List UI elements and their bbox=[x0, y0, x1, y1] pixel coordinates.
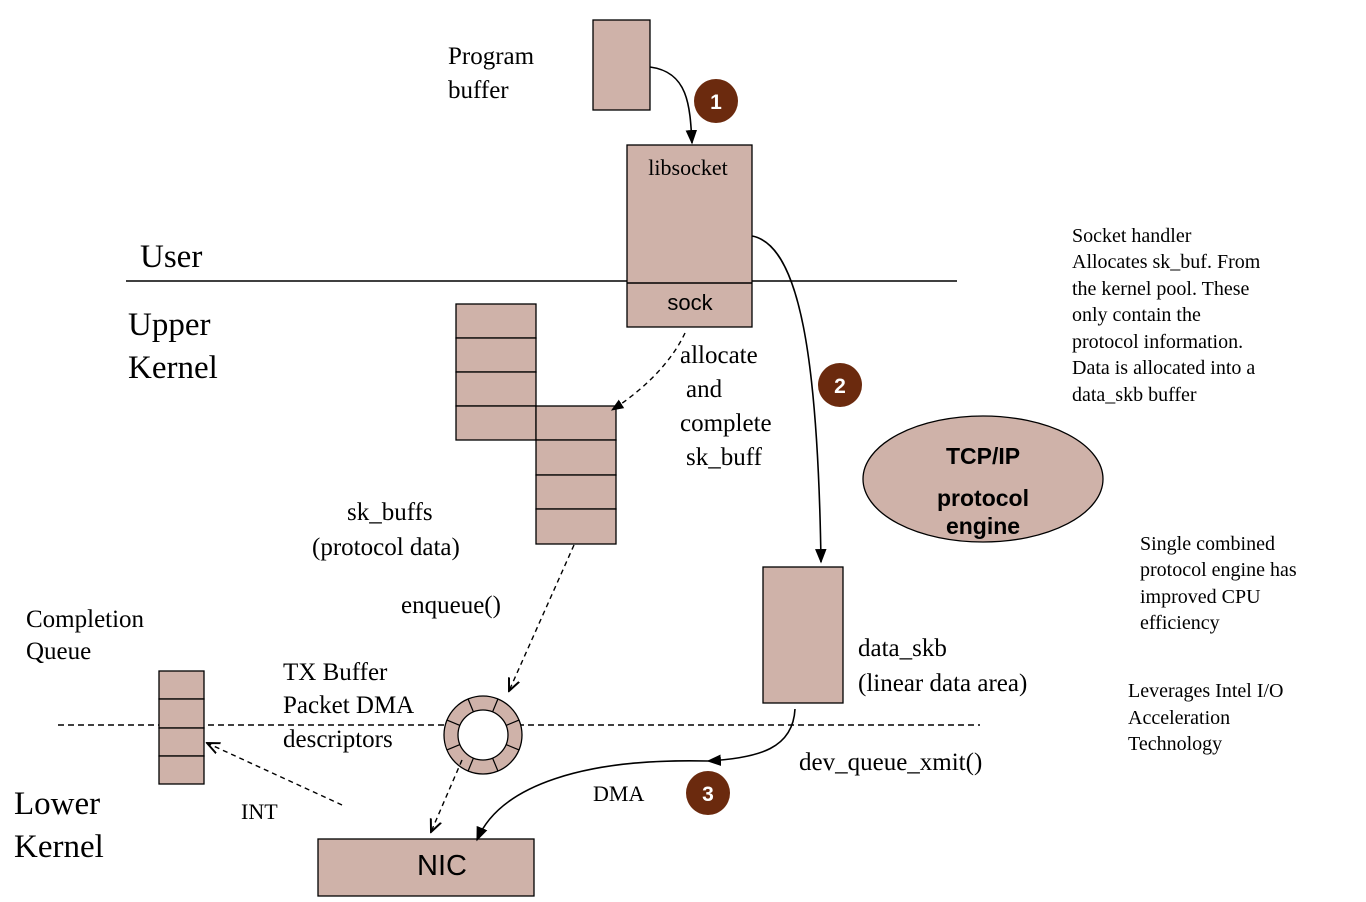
svg-text:Acceleration: Acceleration bbox=[1128, 707, 1230, 729]
note-leverages: Leverages Intel I/O Acceleration Technol… bbox=[1128, 680, 1283, 755]
program-buffer-label-line1: Program bbox=[448, 43, 535, 70]
allocate-label-line1: allocate bbox=[680, 342, 758, 369]
ring-spoke bbox=[467, 757, 474, 772]
arrow-int-to-completion-queue bbox=[207, 743, 343, 806]
svg-text:only contain the: only contain the bbox=[1072, 304, 1201, 326]
enqueue-label: enqueue() bbox=[401, 592, 501, 619]
layer-upper-kernel-line1: Upper bbox=[128, 307, 210, 343]
svg-text:Socket handler: Socket handler bbox=[1072, 225, 1192, 247]
data-skb-label-line1: data_skb bbox=[858, 635, 947, 662]
completion-queue-label-line2: Queue bbox=[26, 638, 91, 665]
tx-buffer-label-line3: descriptors bbox=[283, 726, 393, 753]
layer-lower-kernel-line1: Lower bbox=[14, 786, 100, 822]
int-label: INT bbox=[241, 799, 278, 824]
arrow-program-to-libsocket bbox=[649, 66, 698, 145]
ring-spoke bbox=[446, 719, 461, 726]
completion-queue-label-line1: Completion bbox=[26, 606, 145, 633]
sk-buffs-label-line2: (protocol data) bbox=[312, 534, 460, 561]
note-single-engine: Single combined protocol engine has impr… bbox=[1140, 533, 1297, 634]
step-badge-2: 2 bbox=[818, 363, 862, 407]
svg-text:Allocates sk_buf. From: Allocates sk_buf. From bbox=[1072, 251, 1261, 273]
tcpip-engine-label-line3: engine bbox=[946, 513, 1020, 539]
tcpip-engine-ellipse bbox=[862, 415, 1104, 543]
arrow-tx-ring-to-nic bbox=[431, 759, 463, 832]
svg-text:protocol engine has: protocol engine has bbox=[1140, 559, 1297, 581]
program-buffer-label-line2: buffer bbox=[448, 77, 509, 104]
sk-buffs-stack-lower bbox=[535, 405, 617, 545]
libsocket-label: libsocket bbox=[648, 155, 727, 180]
arrow-sk-buffs-to-tx-ring bbox=[509, 544, 575, 691]
layer-upper-kernel-line2: Kernel bbox=[128, 350, 218, 386]
svg-text:Technology: Technology bbox=[1128, 733, 1222, 755]
svg-text:improved CPU: improved CPU bbox=[1140, 586, 1261, 608]
ring-spoke bbox=[492, 698, 499, 713]
allocate-label-line3: complete bbox=[680, 410, 772, 437]
nic-label: NIC bbox=[417, 850, 467, 882]
sk-buffs-label-line1: sk_buffs bbox=[347, 499, 433, 526]
arrow-data-skb-to-dma bbox=[706, 708, 796, 767]
arrow-sock-to-sk-buffs bbox=[610, 332, 686, 411]
sock-label: sock bbox=[667, 290, 713, 315]
allocate-label-line4: sk_buff bbox=[686, 444, 763, 471]
step-badge-1: 1 bbox=[694, 79, 738, 123]
ring-spoke bbox=[467, 698, 474, 713]
tx-buffer-label-line1: TX Buffer bbox=[283, 659, 388, 686]
svg-text:the kernel pool. These: the kernel pool. These bbox=[1072, 278, 1249, 300]
ring-spoke bbox=[492, 757, 499, 772]
ring-spoke bbox=[505, 744, 520, 751]
svg-text:1: 1 bbox=[710, 91, 722, 114]
tcpip-engine-label-line2: protocol bbox=[937, 485, 1029, 511]
tx-buffer-label-line2: Packet DMA bbox=[283, 692, 414, 719]
dma-label: DMA bbox=[593, 781, 644, 806]
svg-text:efficiency: efficiency bbox=[1140, 612, 1220, 634]
sk-buffs-stack-upper bbox=[455, 303, 537, 441]
step-badge-3: 3 bbox=[686, 771, 730, 815]
tx-descriptor-ring bbox=[443, 695, 523, 775]
nic-box bbox=[317, 838, 535, 897]
tcpip-engine-label-line1: TCP/IP bbox=[946, 443, 1020, 469]
arrow-libsocket-to-data-skb bbox=[751, 235, 827, 564]
data-skb-box bbox=[762, 566, 844, 704]
svg-text:Single combined: Single combined bbox=[1140, 533, 1275, 555]
svg-text:3: 3 bbox=[702, 783, 714, 806]
svg-text:Data is allocated into a: Data is allocated into a bbox=[1072, 357, 1255, 379]
layer-user: User bbox=[140, 239, 202, 275]
program-buffer-box bbox=[592, 19, 651, 111]
ring-spoke bbox=[505, 719, 520, 726]
svg-text:2: 2 bbox=[834, 375, 846, 398]
data-skb-label-line2: (linear data area) bbox=[858, 670, 1027, 697]
allocate-label-line2: and bbox=[686, 376, 723, 403]
svg-text:Leverages Intel I/O: Leverages Intel I/O bbox=[1128, 680, 1283, 702]
svg-text:data_skb buffer: data_skb buffer bbox=[1072, 384, 1197, 406]
arrow-dma-to-nic bbox=[476, 759, 709, 842]
ring-spoke bbox=[446, 744, 461, 751]
dev-queue-xmit-label: dev_queue_xmit() bbox=[799, 749, 982, 776]
note-socket-handler: Socket handler Allocates sk_buf. From th… bbox=[1072, 225, 1261, 406]
completion-queue-stack bbox=[158, 670, 205, 785]
svg-text:protocol information.: protocol information. bbox=[1072, 331, 1243, 353]
layer-lower-kernel-line2: Kernel bbox=[14, 829, 104, 865]
